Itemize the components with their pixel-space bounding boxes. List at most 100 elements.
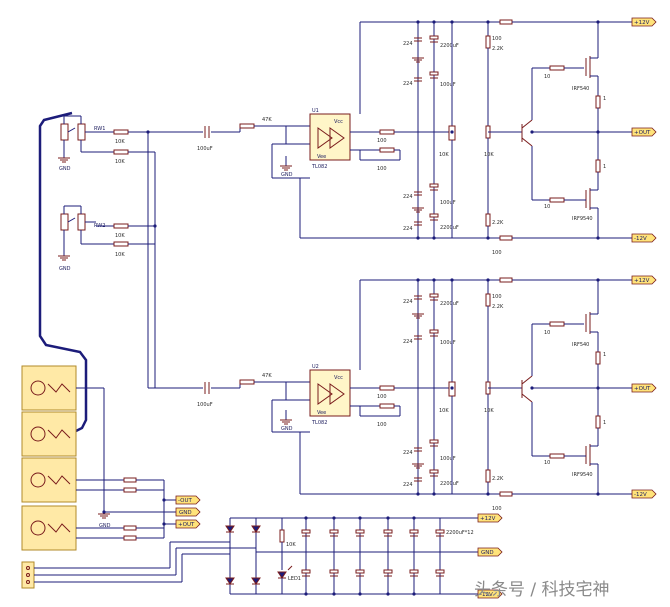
gnd-symbol-jacks [98, 513, 110, 519]
r23-value: 100 [377, 422, 387, 428]
c15-value: 224 [403, 450, 413, 456]
u2-label: U2 [312, 364, 319, 370]
u2-vcc: Vcc [334, 375, 343, 381]
caps-top-column [414, 37, 422, 226]
r12-value: 100 [377, 166, 387, 172]
driver-transistor-v6 [488, 324, 533, 456]
port-ps-m12v: -12V [477, 589, 503, 599]
svg-text:+12V: +12V [634, 20, 650, 26]
gnd-symbol-pot-bottom [58, 255, 70, 261]
r15-value: 2.2K [492, 220, 504, 226]
junction-dots [102, 20, 600, 596]
port-mid-p12v: +12V [631, 275, 657, 285]
svg-text:-12V: -12V [634, 492, 647, 498]
mosfet-v1 [585, 22, 599, 96]
led-label: LED1 [288, 576, 301, 582]
c17-value: 224 [403, 482, 413, 488]
bridge-diodes [225, 525, 261, 585]
c11-value: 224 [403, 299, 413, 305]
port-mout: -OUT [175, 495, 201, 505]
svg-text:GND: GND [179, 510, 192, 516]
irf540-top: IRF540 [572, 86, 589, 92]
opamp-u2 [309, 369, 351, 417]
port-top-m12v: -12V [631, 233, 657, 243]
r22-value: 100 [377, 394, 387, 400]
c12-value: 2200uF [440, 301, 459, 307]
mosfet-v4 [585, 280, 599, 352]
r29-value: 100 [492, 506, 502, 512]
u1-vee: Vee [317, 154, 326, 160]
c2-value: 224 [403, 41, 413, 47]
volume-pot-top [60, 115, 96, 158]
gnd-symbol-pot-top [58, 157, 70, 163]
gnd-label-5: GND [99, 523, 111, 529]
audio-jack-2 [21, 411, 77, 457]
mosfet-v2 [585, 188, 599, 238]
r14-value: 10 [544, 204, 550, 210]
r21-value: 10 [544, 330, 550, 336]
svg-text:+OUT: +OUT [634, 386, 651, 392]
audio-jack-4 [21, 505, 77, 551]
r1-value: 10K [115, 139, 125, 145]
gnd-symbol-opamp-top [280, 165, 292, 171]
r2-value: 10K [115, 159, 125, 165]
irf9540-bottom: IRF9540 [572, 472, 593, 478]
port-gnd: GND [175, 507, 201, 517]
audio-jack-3 [21, 457, 77, 503]
svg-text:-OUT: -OUT [178, 498, 192, 504]
r8-value: 2.2K [492, 46, 504, 52]
r4-value: 10K [115, 252, 125, 258]
r26-value: 10K [484, 408, 494, 414]
gnd-symbol-caps-bottom [412, 313, 424, 469]
watermark-text: 头条号 / 科技宅神 [474, 580, 610, 600]
svg-text:+12V: +12V [480, 516, 496, 522]
port-ps-gnd: GND [477, 547, 503, 557]
u2-type: TL082 [311, 420, 327, 426]
electrolytic-caps-bottom [429, 293, 439, 477]
r9-value: 10 [544, 74, 550, 80]
gnd-symbol-caps-top [412, 57, 424, 213]
svg-text:GND: GND [481, 550, 494, 556]
c18-value: 2200uF [440, 481, 459, 487]
irf9540-top: IRF9540 [572, 216, 593, 222]
svg-text:+OUT: +OUT [634, 130, 651, 136]
c16-value: 100uF [440, 456, 456, 462]
c13-value: 224 [403, 339, 413, 345]
u2-vee: Vee [317, 410, 326, 416]
svg-text:+12V: +12V [634, 278, 650, 284]
r7-value: 100 [492, 36, 502, 42]
r19-value: 100 [492, 294, 502, 300]
c9-value: 224 [403, 226, 413, 232]
port-mid-m12v: -12V [631, 489, 657, 499]
gnd-label-2: GND [59, 266, 71, 272]
r10-value: 10K [484, 152, 494, 158]
r25-pot-value: 10K [439, 408, 449, 414]
filter-cap-bank [301, 518, 445, 594]
u1-vcc: Vcc [334, 119, 343, 125]
c3-value: 2200uF [440, 43, 459, 49]
r12-pot-value: 10K [439, 152, 449, 158]
irf540-bottom: IRF540 [572, 342, 589, 348]
coupling-capacitor-bottom [204, 382, 210, 394]
cap-bank-value: 2200uF*12 [446, 530, 474, 536]
coupling-capacitor-top [204, 126, 210, 138]
r16-value: 100 [492, 250, 502, 256]
c4-value: 224 [403, 81, 413, 87]
port-pout: +OUT [175, 519, 201, 529]
gnd-label-1: GND [59, 166, 71, 172]
r18-value: 1 [603, 164, 606, 170]
c10-value: 2200uF [440, 225, 459, 231]
electrolytic-caps-top [429, 35, 439, 221]
c8-value: 100uF [440, 200, 456, 206]
c7-value: 224 [403, 194, 413, 200]
r3-value: 10K [115, 233, 125, 239]
r47k-top: 47K [262, 117, 272, 123]
port-mid-out: +OUT [631, 383, 657, 393]
c5-value: 100uF [440, 82, 456, 88]
input-resistors [81, 129, 156, 388]
c14-value: 100uF [440, 340, 456, 346]
port-ps-p12v: +12V [477, 513, 503, 523]
r47k-bottom: 47K [262, 373, 272, 379]
gnd-symbol-opamp-bottom [280, 419, 292, 425]
